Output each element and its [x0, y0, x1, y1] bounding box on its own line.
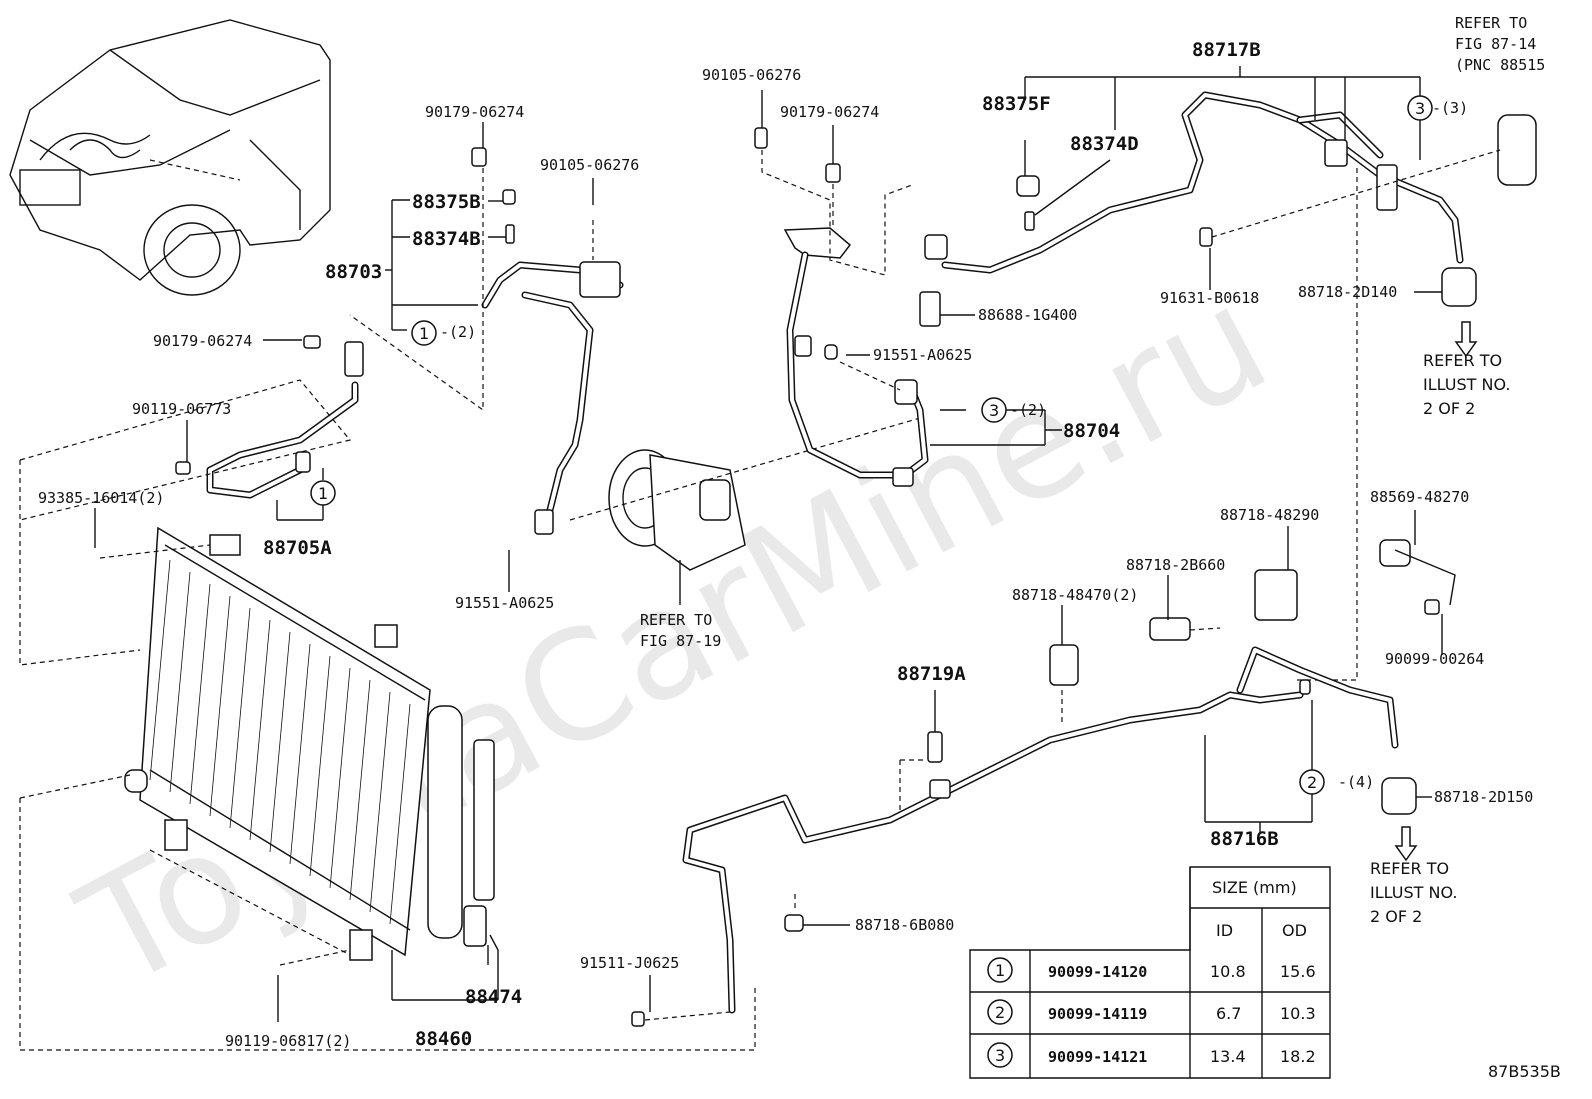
- size-table: SIZE (mm) ID OD 1 90099-14120 10.8 15.6 …: [969, 866, 1331, 1079]
- leader-lines-center: [761, 90, 1062, 446]
- size-table-row-3: 3 90099-14121 13.4 18.2: [987, 1042, 1316, 1068]
- circle-3-upper: 3: [1407, 95, 1433, 121]
- label-88718-48290: 88718-48290: [1220, 506, 1319, 524]
- refer-top-line2: FIG 87-14: [1455, 35, 1536, 53]
- label-88718-6B080: 88718-6B080: [855, 916, 954, 934]
- label-88688-1G400: 88688-1G400: [978, 306, 1077, 324]
- refer-illust-1-line3: 2 OF 2: [1423, 399, 1475, 418]
- label-88460: 88460: [415, 1028, 472, 1050]
- refer-illust-1-line1: REFER TO: [1423, 351, 1502, 370]
- label-90119-06817: 90119-06817(2): [225, 1032, 351, 1050]
- label-88375B: 88375B: [412, 191, 481, 213]
- svg-text:1: 1: [995, 961, 1005, 980]
- label-88374B: 88374B: [412, 228, 481, 250]
- label-88375F: 88375F: [982, 93, 1051, 115]
- svg-text:3: 3: [1415, 99, 1425, 118]
- label-90105-06276-b: 90105-06276: [702, 66, 801, 84]
- label-88717B: 88717B: [1192, 39, 1261, 61]
- part-labels: 90179-06274 90105-06276 88375B 88374B 88…: [38, 14, 1561, 1081]
- leader-lines-left: [19, 122, 594, 666]
- suction-hose-88703: [471, 147, 624, 535]
- size-table-header: SIZE (mm): [1212, 878, 1297, 897]
- row-3-id: 13.4: [1210, 1047, 1246, 1066]
- refer-compressor-line2: FIG 87-19: [640, 632, 721, 650]
- label-88704: 88704: [1063, 420, 1120, 442]
- circle-3-center: 3: [981, 397, 1007, 423]
- label-88718-2D140: 88718-2D140: [1298, 283, 1397, 301]
- row-2-od: 10.3: [1280, 1004, 1316, 1023]
- leader-lines-condenser: [19, 544, 756, 1051]
- label-88703: 88703: [325, 261, 382, 283]
- label-90099-00264: 90099-00264: [1385, 650, 1484, 668]
- condenser-88460: [124, 526, 495, 961]
- compressor-icon: [569, 417, 921, 605]
- refer-top-line3: (PNC 88515: [1455, 56, 1545, 74]
- label-90179-06274-b: 90179-06274: [153, 332, 252, 350]
- svg-text:2: 2: [1307, 773, 1317, 792]
- discharge-hose-88705A: [175, 335, 364, 499]
- label-90119-06773: 90119-06773: [132, 400, 231, 418]
- refer-illust-2-line2: ILLUST NO.: [1370, 883, 1457, 902]
- liquid-hose-88717B: [919, 91, 1537, 327]
- diagram-code: 87B535B: [1488, 1062, 1561, 1081]
- circled-numbers: 1 1 3 3 2: [310, 95, 1433, 795]
- label-88716B: 88716B: [1210, 828, 1279, 850]
- label-90179-06274-a: 90179-06274: [425, 103, 524, 121]
- circle-1-upper: 1: [411, 320, 437, 346]
- refer-compressor-line1: REFER TO: [640, 611, 712, 629]
- leader-lines-lower-right: [644, 510, 1443, 1021]
- refer-illust-2-line1: REFER TO: [1370, 859, 1449, 878]
- size-table-row-1: 1 90099-14120 10.8 15.6: [987, 957, 1316, 983]
- label-c2-4: -(4): [1338, 773, 1374, 791]
- label-88705A: 88705A: [263, 537, 332, 559]
- liquid-pipe-88716B: [631, 539, 1456, 1027]
- svg-text:3: 3: [995, 1046, 1005, 1065]
- label-91551-A0625-a: 91551-A0625: [455, 594, 554, 612]
- row-2-id: 6.7: [1216, 1004, 1241, 1023]
- label-88569-48270: 88569-48270: [1370, 488, 1469, 506]
- row-1-od: 15.6: [1280, 962, 1316, 981]
- label-93385-16014: 93385-16014(2): [38, 489, 164, 507]
- svg-text:1: 1: [318, 484, 328, 503]
- row-1-part: 90099-14120: [1048, 963, 1147, 981]
- circle-2-lower: 2: [1299, 769, 1325, 795]
- size-table-row-2: 2 90099-14119 6.7 10.3: [987, 999, 1316, 1025]
- label-91551-A0625-b: 91551-A0625: [873, 346, 972, 364]
- size-table-col-id: ID: [1216, 921, 1233, 940]
- label-90105-06276-a: 90105-06276: [540, 156, 639, 174]
- label-88719A: 88719A: [897, 663, 966, 685]
- row-3-part: 90099-14121: [1048, 1048, 1147, 1066]
- label-91631-B0618: 91631-B0618: [1160, 289, 1259, 307]
- label-c3-3: -(3): [1432, 99, 1468, 117]
- label-88718-2D150: 88718-2D150: [1434, 788, 1533, 806]
- label-88718-48470: 88718-48470(2): [1012, 586, 1138, 604]
- label-88374D: 88374D: [1070, 133, 1139, 155]
- label-c3-2: -(2): [1010, 401, 1046, 419]
- refer-top-line1: REFER TO: [1455, 14, 1527, 32]
- row-2-part: 90099-14119: [1048, 1005, 1147, 1023]
- label-88474: 88474: [465, 986, 522, 1008]
- row-3-od: 18.2: [1280, 1047, 1316, 1066]
- svg-text:1: 1: [419, 324, 429, 343]
- suction-hose-88704: [754, 127, 929, 487]
- refer-illust-2-line3: 2 OF 2: [1370, 907, 1422, 926]
- circle-1-lower: 1: [310, 480, 336, 506]
- size-table-col-od: OD: [1282, 921, 1307, 940]
- label-91511-J0625: 91511-J0625: [580, 954, 679, 972]
- label-c1-2: -(2): [440, 323, 476, 341]
- label-88718-2B660: 88718-2B660: [1126, 556, 1225, 574]
- row-1-id: 10.8: [1210, 962, 1246, 981]
- label-90179-06274-c: 90179-06274: [780, 103, 879, 121]
- refer-illust-1-line2: ILLUST NO.: [1423, 375, 1510, 394]
- svg-text:3: 3: [989, 401, 999, 420]
- svg-text:2: 2: [995, 1003, 1005, 1022]
- vehicle-sketch-icon: [9, 19, 331, 296]
